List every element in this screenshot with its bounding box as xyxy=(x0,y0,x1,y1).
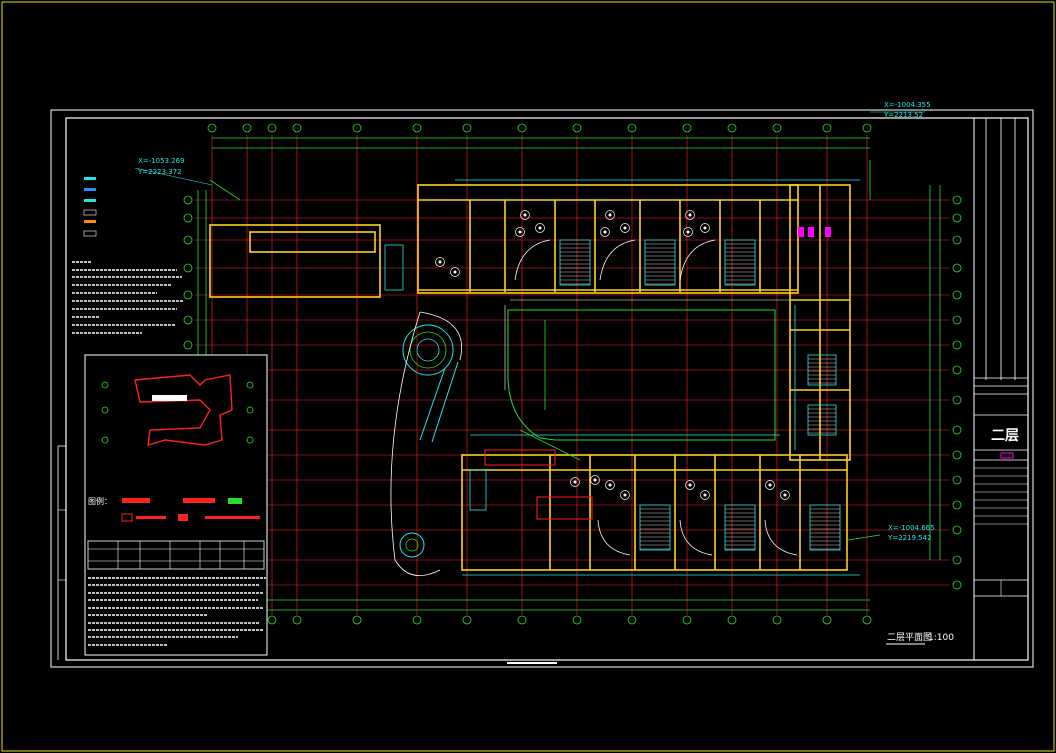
svg-text:X=-1004.665: X=-1004.665 xyxy=(888,524,935,532)
furniture xyxy=(435,210,790,500)
legend-swatches xyxy=(83,177,97,237)
drawing-title: 二层平面图 1:100 xyxy=(886,632,954,645)
spiral-ramp xyxy=(390,311,462,577)
drawing-title-label: 二层平面图 xyxy=(887,632,932,643)
key-plan-notes xyxy=(88,577,266,646)
svg-text:Y=2213.52: Y=2213.52 xyxy=(883,111,923,119)
key-plan xyxy=(84,354,268,656)
svg-text:X=-1053.269: X=-1053.269 xyxy=(138,157,185,165)
svg-text:Y=2219.542: Y=2219.542 xyxy=(887,534,932,542)
highlight-boxes xyxy=(484,449,593,520)
coordinate-label-ne: X=-1004.355 Y=2213.52 xyxy=(870,101,931,119)
titleblock-tag-box xyxy=(1000,452,1014,459)
leader-lines xyxy=(209,160,881,541)
general-notes xyxy=(72,261,184,334)
courtyard xyxy=(470,299,790,441)
axis-bubbles xyxy=(183,123,962,625)
axis-grid xyxy=(195,135,950,615)
titleblock-stamp: 二层 xyxy=(991,428,1019,444)
room-arcs xyxy=(514,239,798,556)
svg-text:Y=2223.372: Y=2223.372 xyxy=(137,168,182,176)
svg-text:X=-1004.355: X=-1004.355 xyxy=(884,101,931,109)
sheet-outer-frame xyxy=(50,109,1034,668)
stairs-and-fixtures xyxy=(384,179,860,576)
building-walls xyxy=(209,184,851,571)
sheet-caption xyxy=(507,662,557,664)
coordinate-label-nw: X=-1053.269 Y=2223.372 xyxy=(134,157,213,186)
left-binding-strip xyxy=(57,445,66,660)
title-block xyxy=(973,117,1029,661)
coordinate-label-se: X=-1004.665 Y=2219.542 xyxy=(887,524,935,542)
dimension-lines xyxy=(197,137,941,611)
toilet-fixtures xyxy=(798,227,831,237)
legend-label: 图例： xyxy=(88,496,112,506)
stair-treads xyxy=(560,243,840,550)
drawing-scale-label: 1:100 xyxy=(928,633,954,643)
